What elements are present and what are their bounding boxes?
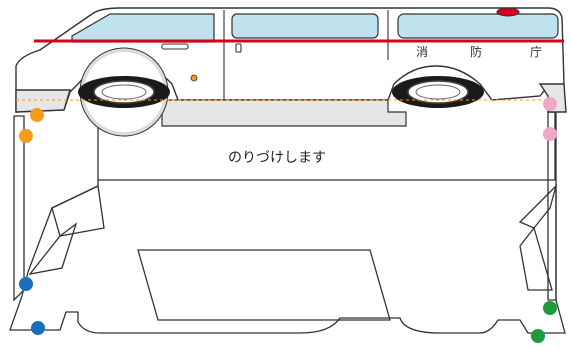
glue-instruction-text: のりづけします [228,150,326,166]
marker-blue-2 [31,321,45,335]
marker-blue-1 [19,277,33,291]
rear-window [397,13,559,39]
siren-light-icon [496,7,520,17]
left-glue-tab [13,115,25,302]
vehicle-lettering: 消 防 庁 [416,44,542,59]
marker-orange-1 [30,108,44,122]
door-lines [161,10,389,100]
marker-orange-2 [19,129,33,143]
rear-wheel [392,76,484,108]
marker-pink-1 [543,97,557,111]
vehicle-windows [71,13,559,43]
side-marker-light-icon [190,74,198,82]
middle-window [231,13,379,39]
lower-bumper-bar [161,99,407,127]
underside-panel [9,100,566,334]
marker-green-2 [531,329,545,343]
lettering-char-3: 庁 [530,45,542,59]
marker-pink-2 [543,127,557,141]
marker-green-1 [543,301,557,315]
glue-markers [19,97,557,343]
front-wheel [78,47,170,137]
lettering-char-1: 消 [416,45,428,59]
lettering-char-2: 防 [470,44,482,59]
